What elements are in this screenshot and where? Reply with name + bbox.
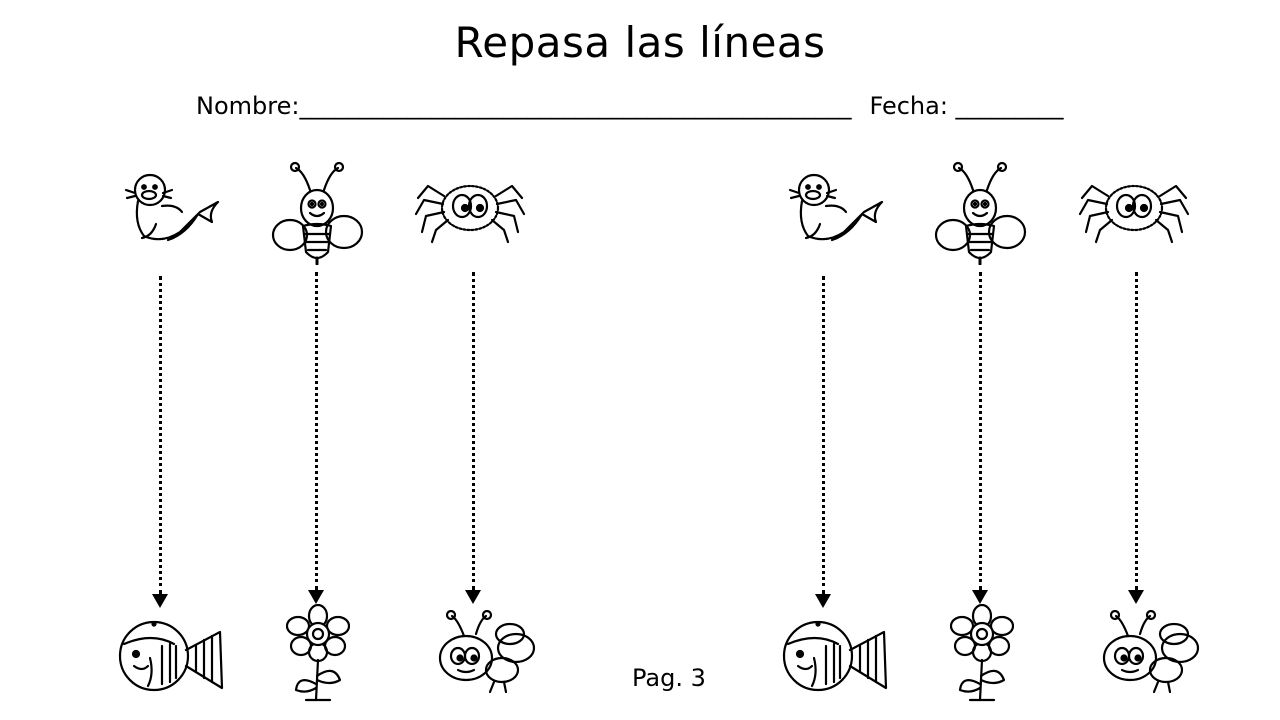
header-fields: Nombre:_________________________________… [196, 92, 1096, 120]
date-field[interactable]: Fecha: _________ [869, 92, 1064, 120]
tracing-line[interactable] [159, 276, 162, 594]
fish-icon [782, 620, 888, 692]
spider-icon [414, 184, 526, 244]
arrow-down-icon [465, 590, 481, 604]
worksheet-title: Repasa las líneas [454, 18, 826, 67]
seal-icon [788, 173, 884, 242]
fly-icon [1102, 610, 1200, 694]
bee-icon [934, 161, 1027, 265]
tracing-line[interactable] [315, 272, 318, 590]
name-field[interactable]: Nombre:_________________________________… [196, 92, 852, 120]
tracing-line[interactable] [472, 272, 475, 590]
tracing-line[interactable] [1135, 272, 1138, 590]
flower-icon [286, 604, 350, 702]
flower-icon [950, 604, 1014, 702]
tracing-line[interactable] [979, 272, 982, 590]
arrow-down-icon [972, 590, 988, 604]
arrow-down-icon [815, 594, 831, 608]
arrow-down-icon [1128, 590, 1144, 604]
page-number: Pag. 3 [632, 664, 706, 692]
arrow-down-icon [152, 594, 168, 608]
fish-icon [118, 620, 224, 692]
seal-icon [124, 173, 220, 242]
fly-icon [438, 610, 536, 694]
bee-icon [271, 161, 364, 265]
tracing-line[interactable] [822, 276, 825, 594]
spider-icon [1078, 184, 1190, 244]
arrow-down-icon [308, 590, 324, 604]
